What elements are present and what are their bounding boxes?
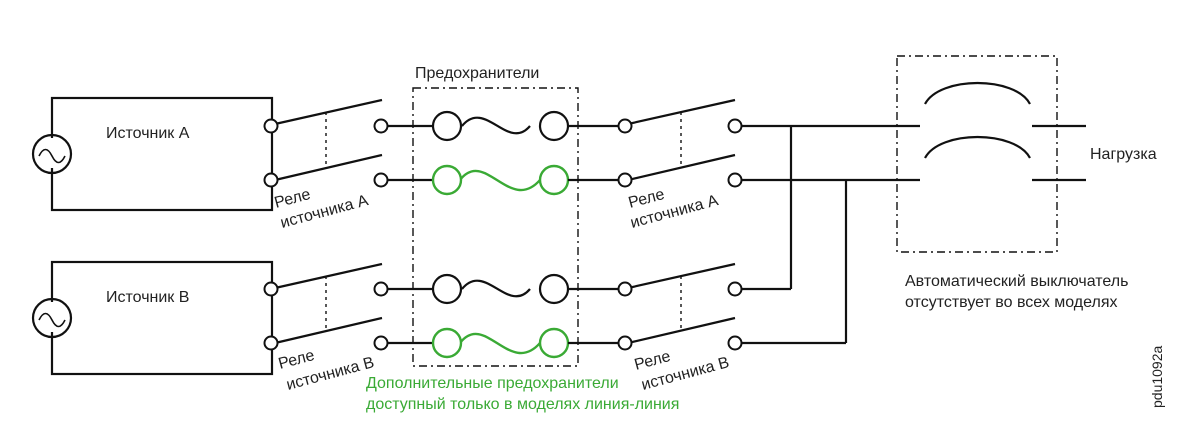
sine-b-icon <box>38 312 66 328</box>
breaker-arc-1 <box>924 81 1031 105</box>
fuses-box <box>412 87 579 367</box>
relay-b-left-label-1: Реле <box>277 347 317 373</box>
fuse-row-3 <box>388 273 618 305</box>
extra-fuses-note-1: Дополнительные предохранители <box>366 375 619 392</box>
source-a-relay: Реле источника A <box>263 98 389 232</box>
optional-fuse-b-2 <box>538 327 570 359</box>
source-b-box <box>50 260 274 376</box>
optional-fuse-a-2 <box>538 164 570 196</box>
extra-fuses-note-2: доступный только в моделях линия-линия <box>366 396 679 413</box>
source-a: Источник A <box>31 96 274 212</box>
optional-fuse-a-1 <box>431 164 463 196</box>
optional-fuse-b-1 <box>431 327 463 359</box>
output-bus <box>741 124 896 345</box>
load-label: Нагрузка <box>1090 146 1157 163</box>
source-a-label: Источник A <box>106 125 190 142</box>
breaker-note-2: отсутствует во всех моделях <box>905 294 1118 311</box>
fuse-a-l2 <box>538 110 570 142</box>
fuse-b-l2 <box>538 273 570 305</box>
source-b-label: Источник B <box>106 289 189 306</box>
load-relay-b: Реле источника B <box>617 262 743 394</box>
source-a-box <box>50 96 274 212</box>
fuses-label: Предохранители <box>415 65 539 82</box>
fuse-a-l1 <box>431 110 463 142</box>
fuse-row-1 <box>388 110 618 142</box>
load-relay-a: Реле источника A <box>617 98 743 232</box>
breaker-note-1: Автоматический выключатель <box>905 273 1128 290</box>
ac-source-b-icon <box>31 297 73 339</box>
ac-source-a-icon <box>31 133 73 175</box>
breaker-arc-2 <box>924 135 1031 159</box>
fuse-b-l1 <box>431 273 463 305</box>
fuse-row-2-optional <box>388 164 618 196</box>
source-b: Источник B <box>31 260 274 376</box>
breaker-box <box>896 55 1058 253</box>
fuse-row-4-optional <box>388 327 618 359</box>
sine-a-icon <box>38 148 66 164</box>
circuit-breaker <box>896 81 1086 182</box>
figure-id: pdu1092a <box>1149 345 1165 408</box>
